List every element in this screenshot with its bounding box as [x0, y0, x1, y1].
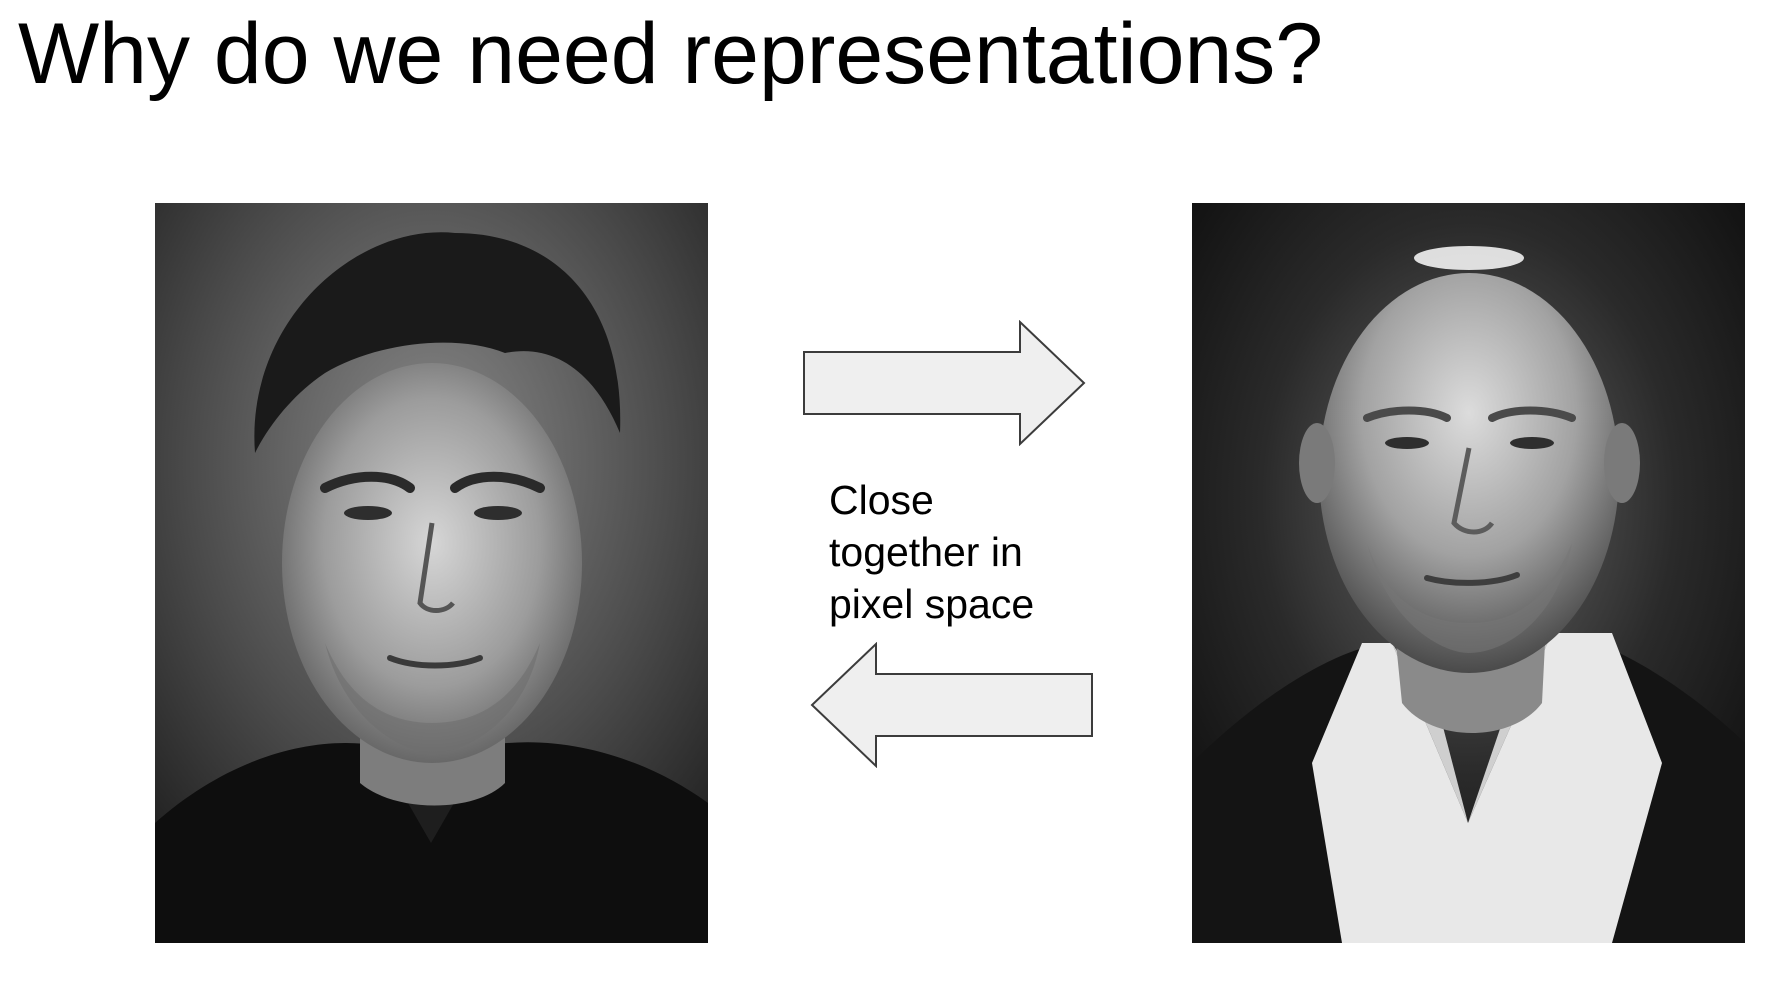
- right-arrow-icon: [803, 319, 1086, 447]
- right-portrait-photo: [1192, 203, 1745, 943]
- portrait-photo-icon: [1192, 203, 1745, 943]
- portrait-photo-icon: [155, 203, 708, 943]
- slide-title: Why do we need representations?: [18, 6, 1324, 102]
- caption: Close together in pixel space: [829, 477, 1035, 627]
- left-arrow: [808, 641, 1094, 769]
- left-arrow-icon: [810, 641, 1093, 769]
- right-arrow: [802, 319, 1088, 447]
- left-portrait-photo: [155, 203, 708, 943]
